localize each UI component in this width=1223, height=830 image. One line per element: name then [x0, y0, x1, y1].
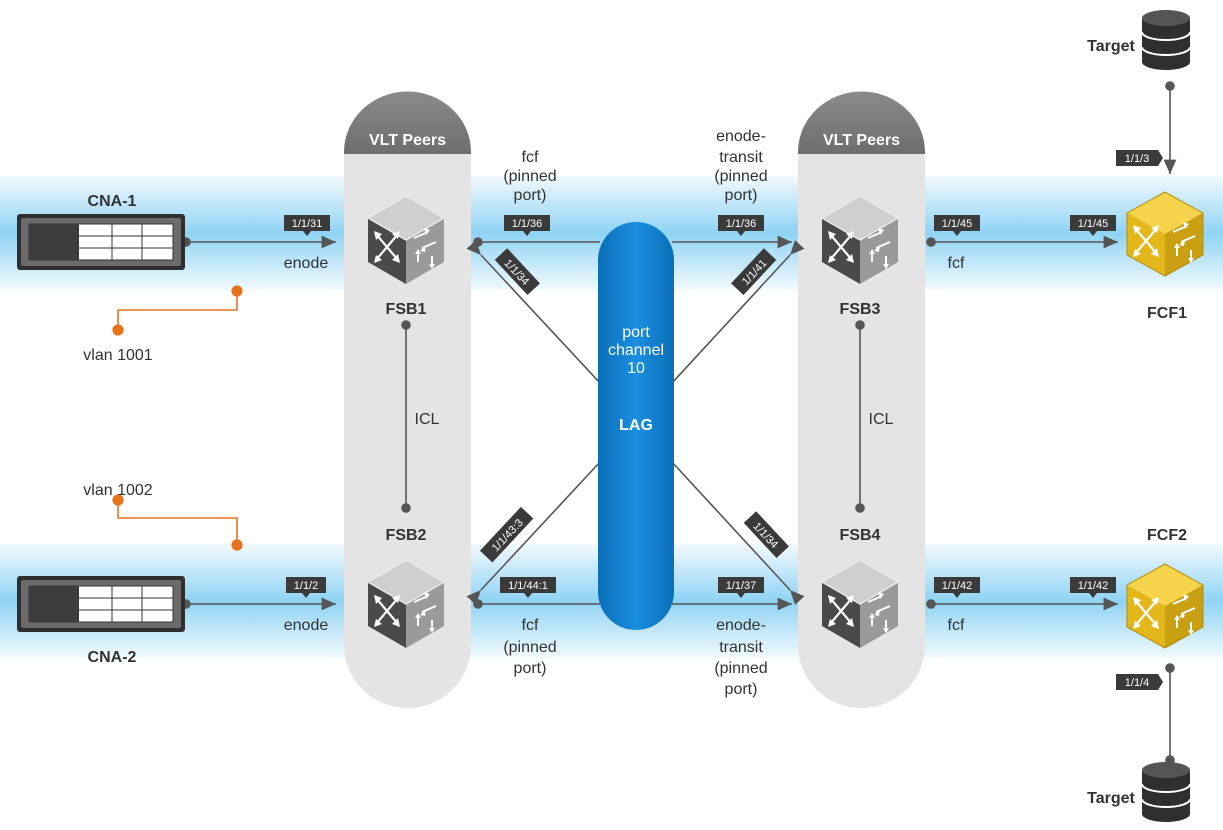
port-tag-cna1-fsb1: 1/1/31: [284, 215, 330, 236]
fsb2-cross-link: [466, 461, 601, 605]
fsb1-label: FSB1: [386, 301, 427, 318]
lag-text-line2: channel: [608, 342, 664, 359]
icl-right-label: ICL: [869, 411, 894, 428]
fsb3-label: FSB3: [840, 301, 881, 318]
port-label: 1/1/42: [942, 580, 973, 592]
pinned-enode-top-line3: (pinned: [714, 168, 767, 185]
port-label: 1/1/44:1: [508, 580, 548, 592]
fsb1-device: FSB1: [366, 194, 446, 318]
port-tag-fsb4-out: 1/1/42: [934, 577, 980, 598]
enode-top-label: enode: [284, 255, 329, 272]
port-tag-fcf1-in: 1/1/45: [1070, 215, 1116, 236]
port-label: 1/1/45: [942, 218, 973, 230]
cna2-label: CNA-2: [88, 649, 137, 666]
target-bottom-label: Target: [1087, 790, 1135, 807]
pinned-enode-top-line1: enode-: [716, 128, 766, 145]
target-bottom-device: Target: [1087, 761, 1191, 823]
vlan-1001-label: vlan 1001: [83, 347, 152, 364]
cna2-device: CNA-2: [16, 575, 186, 666]
port-tag-fsb3-lag: 1/1/36: [718, 215, 764, 236]
pinned-fcf-top-line3: port): [514, 187, 547, 204]
port-label: 1/1/2: [294, 580, 318, 592]
fcf1-label: FCF1: [1147, 305, 1187, 322]
fcf-top-right-label: fcf: [948, 255, 965, 272]
horizontal-links: [181, 235, 1118, 611]
target-top-device: Target: [1087, 9, 1191, 71]
target-top-label: Target: [1087, 38, 1135, 55]
lag-label: LAG: [619, 417, 653, 434]
vlan-1002-leader: [112, 494, 243, 551]
vlt-peers-left-header: VLT Peers: [369, 132, 446, 149]
port-tag-fcf1-target: 1/1/3: [1116, 150, 1163, 166]
fsb2-label: FSB2: [386, 527, 427, 544]
lag-cross-links: [466, 240, 805, 605]
cna1-device: CNA-1: [16, 193, 186, 271]
vlt-peers-right-header-bg: [798, 91, 925, 154]
pinned-fcf-bottom-line1: fcf: [522, 617, 539, 634]
lag-capsule: [598, 222, 674, 630]
pinned-fcf-bottom-line2: (pinned: [503, 639, 556, 656]
pinned-fcf-bottom-label: fcf (pinned port): [503, 617, 556, 677]
pinned-fcf-top-label: fcf (pinned port): [503, 149, 556, 204]
pinned-enode-top-line4: port): [725, 187, 758, 204]
port-label: 1/1/36: [512, 218, 543, 230]
vlan-1001-leader: [112, 285, 243, 336]
pinned-enode-top-line2: transit: [719, 149, 763, 166]
lag-text-line1: port: [622, 324, 650, 341]
cna1-label: CNA-1: [88, 193, 137, 210]
vlan-1002-label: vlan 1002: [83, 482, 152, 499]
port-label: 1/1/42: [1078, 580, 1109, 592]
fsb4-label: FSB4: [840, 527, 881, 544]
fsb2-device: FSB2: [366, 527, 446, 650]
lag-port-channel: port channel 10 LAG: [598, 222, 674, 630]
pinned-fcf-bottom-line3: port): [514, 660, 547, 677]
port-label: 1/1/36: [726, 218, 757, 230]
vlan-1002-annotation: vlan 1002: [83, 482, 243, 551]
fsb3-cross-link: [671, 240, 805, 384]
pinned-fcf-top-line1: fcf: [522, 149, 539, 166]
fsb4-device: FSB4: [820, 527, 900, 650]
fcf1-device: FCF1: [1125, 190, 1205, 322]
fcf-bottom-right-label: fcf: [948, 617, 965, 634]
pinned-fcf-top-line2: (pinned: [503, 168, 556, 185]
vlan-1001-annotation: vlan 1001: [83, 285, 243, 364]
port-tag-cna2-fsb2: 1/1/2: [286, 577, 326, 598]
server-chassis-icon: [16, 575, 186, 633]
fcf2-label: FCF2: [1147, 527, 1187, 544]
pinned-enode-bottom-line1: enode-: [716, 617, 766, 634]
port-label: 1/1/45: [1078, 218, 1109, 230]
vlt-peers-right-header: VLT Peers: [823, 132, 900, 149]
vlt-peers-left-header-bg: [344, 91, 471, 154]
pinned-enode-top-label: enode- transit (pinned port): [714, 128, 767, 204]
pinned-enode-bottom-line2: transit: [719, 639, 763, 656]
port-tag-fsb1-lag: 1/1/36: [504, 215, 550, 236]
storage-cylinder-icon: [1141, 761, 1191, 823]
storage-cylinder-icon: [1141, 9, 1191, 71]
fcf2-device: FCF2: [1125, 527, 1205, 650]
icl-links: [401, 320, 865, 513]
enode-bottom-label: enode: [284, 617, 329, 634]
fsb1-cross-link: [466, 240, 601, 384]
icl-left-label: ICL: [415, 411, 440, 428]
port-label: 1/1/4: [1125, 677, 1149, 689]
port-label: 1/1/31: [292, 218, 323, 230]
port-tag-fsb2-lag: 1/1/44:1: [500, 577, 556, 598]
fsb4-cross-link: [671, 461, 805, 605]
port-tag-fcf2-target: 1/1/4: [1116, 674, 1163, 690]
pinned-enode-bottom-label: enode- transit (pinned port): [714, 617, 767, 698]
lag-text-line3: 10: [627, 360, 645, 377]
pinned-enode-bottom-line3: (pinned: [714, 660, 767, 677]
fsb3-device: FSB3: [820, 194, 900, 318]
port-tag-fcf2-in: 1/1/42: [1070, 577, 1116, 598]
port-label: 1/1/3: [1125, 153, 1149, 165]
port-tag-fsb3-out: 1/1/45: [934, 215, 980, 236]
port-tag-fsb4-lag: 1/1/37: [718, 577, 764, 598]
port-label: 1/1/37: [726, 580, 757, 592]
server-chassis-icon: [16, 213, 186, 271]
pinned-enode-bottom-line4: port): [725, 681, 758, 698]
